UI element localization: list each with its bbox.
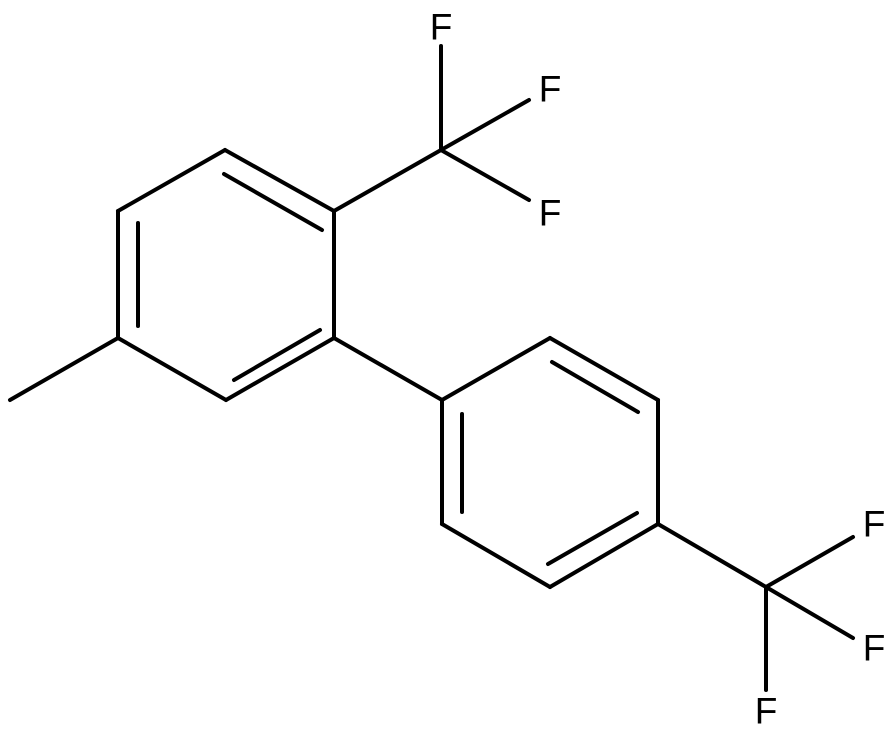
bond [223, 148, 336, 213]
double-bond-inner [222, 172, 324, 232]
bond [548, 336, 660, 402]
bond [116, 336, 228, 402]
bond [439, 98, 531, 152]
cf3-group-bottom: F F F [656, 504, 886, 732]
fluorine-label: F [430, 7, 453, 48]
fluorine-label: F [863, 628, 886, 669]
cf3-group-top: F F F [332, 7, 562, 234]
bond [224, 336, 336, 402]
fluorine-label: F [755, 691, 778, 732]
double-bond-inner [546, 511, 639, 566]
fluorine-label: F [539, 193, 562, 234]
fluorine-label: F [539, 69, 562, 110]
bond [656, 522, 768, 589]
ring-b [440, 336, 660, 589]
bond [116, 148, 227, 213]
fluorine-label: F [863, 504, 886, 545]
bond [764, 535, 855, 589]
bond [764, 585, 855, 640]
double-bond-inner [232, 328, 322, 382]
bond [332, 148, 443, 213]
ring-a [116, 148, 336, 402]
methyl-bond [8, 336, 120, 402]
bond [548, 522, 660, 589]
double-bond-inner [550, 360, 640, 414]
biaryl-bond [332, 336, 444, 402]
bond [439, 148, 531, 202]
bond [440, 336, 552, 402]
bond [440, 522, 552, 589]
